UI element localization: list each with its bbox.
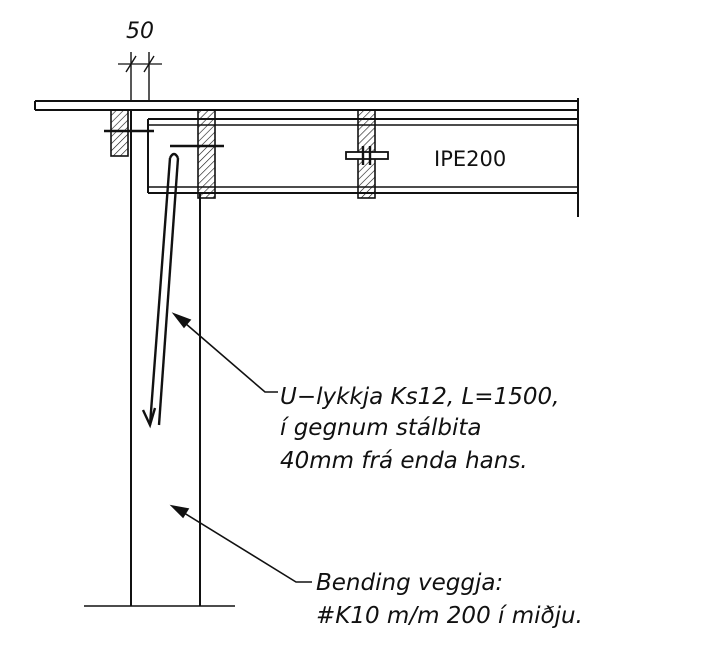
u-loop-rebar <box>141 152 180 429</box>
callout-loop-line-3: 40mm frá enda hans. <box>280 448 528 474</box>
hatched-blocks <box>110 109 376 199</box>
callout-wall-line-1: Bending veggja: <box>316 570 503 596</box>
callout-wall-line-2: #K10 m/m 200 í miðju. <box>316 603 583 629</box>
callout-wall: Bending veggja: #K10 m/m 200 í miðju. <box>316 570 583 629</box>
fasteners <box>104 129 389 165</box>
leader-loop <box>171 312 278 393</box>
dimension-label: 50 <box>126 19 154 44</box>
callout-loop-line-1: U−lykkja Ks12, L=1500, <box>280 384 559 410</box>
leader-wall <box>169 504 312 583</box>
beam-profile-label: IPE200 <box>434 147 506 171</box>
wall <box>84 110 235 607</box>
callout-loop-line-2: í gegnum stálbita <box>280 415 482 441</box>
dimension-50: 50 <box>118 19 162 100</box>
callout-loop: U−lykkja Ks12, L=1500, í gegnum stálbita… <box>280 384 559 474</box>
